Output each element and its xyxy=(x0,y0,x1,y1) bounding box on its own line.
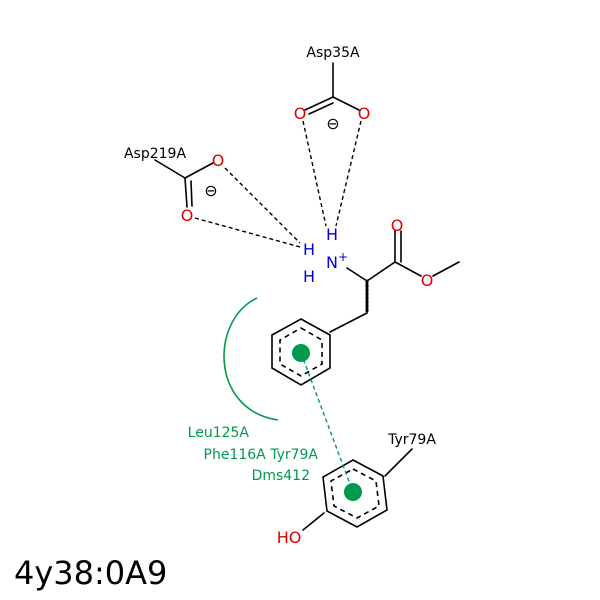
bond-ca-c xyxy=(366,261,396,282)
hbond-asp35-o1 xyxy=(302,120,327,227)
asp219-negative-charge: ⊖ xyxy=(204,181,217,200)
ring-centroid-phenyl xyxy=(292,344,310,362)
bond-asp35-o2 xyxy=(332,96,360,111)
asp35-negative-charge: ⊖ xyxy=(326,114,339,133)
bond-tyr79-oh xyxy=(302,512,325,531)
ring-centroid-tyr79 xyxy=(344,483,362,501)
carbonyl-oxygen: O xyxy=(391,216,404,235)
hbond-asp219-o1 xyxy=(224,167,301,244)
bond-tyr79-chain xyxy=(384,448,413,477)
bond-oester-methyl xyxy=(432,261,460,277)
ester-oxygen: O xyxy=(421,271,434,290)
bond-asp35-o1 xyxy=(304,96,334,111)
hydrophobic-label-phe116-tyr79: Phe116A Tyr79A xyxy=(204,447,319,463)
bond-lines xyxy=(154,62,460,531)
residue-label-asp219: Asp219A xyxy=(124,146,186,162)
hydrophobic-label-leu125: Leu125A xyxy=(188,425,250,441)
residue-label-tyr79: Tyr79A xyxy=(387,432,436,448)
bond-asp35-o1-double xyxy=(308,102,334,115)
bond-asp219-o2 xyxy=(184,177,188,208)
bond-asp219-o1 xyxy=(184,162,214,179)
pi-stacking-line xyxy=(300,352,354,493)
nitrogen: N xyxy=(326,253,338,272)
bond-c-oester xyxy=(394,261,422,277)
bond-asp219-chain xyxy=(154,159,186,179)
phenyl-ring xyxy=(271,318,331,386)
bond-asp219-o2-double xyxy=(190,180,193,207)
bond-n-ca xyxy=(346,267,368,282)
hydrogen-bottom: H xyxy=(303,267,315,286)
residue-label-asp35: Asp35A xyxy=(306,45,360,61)
structure-caption: 4y38:0A9 xyxy=(14,554,167,592)
nitrogen-positive-charge: + xyxy=(338,250,348,264)
hydrophobic-arc xyxy=(223,297,279,421)
tyr79-hydroxyl: HO xyxy=(277,528,302,547)
hydrogen-top: H xyxy=(326,225,338,244)
hbond-lines xyxy=(194,120,362,248)
hbond-asp219-o2 xyxy=(194,217,301,248)
asp35-oxygen-1: O xyxy=(294,104,307,123)
tyr79-ring xyxy=(322,459,388,528)
asp219-oxygen-1: O xyxy=(212,151,225,170)
hydrogen-left: H xyxy=(303,240,315,259)
bond-cb-ring xyxy=(329,312,368,333)
hbond-asp35-o2 xyxy=(335,120,362,227)
hydrophobic-label-dms412: Dms412 xyxy=(252,468,310,484)
asp219-oxygen-2: O xyxy=(181,206,194,225)
asp35-oxygen-2: O xyxy=(358,104,371,123)
